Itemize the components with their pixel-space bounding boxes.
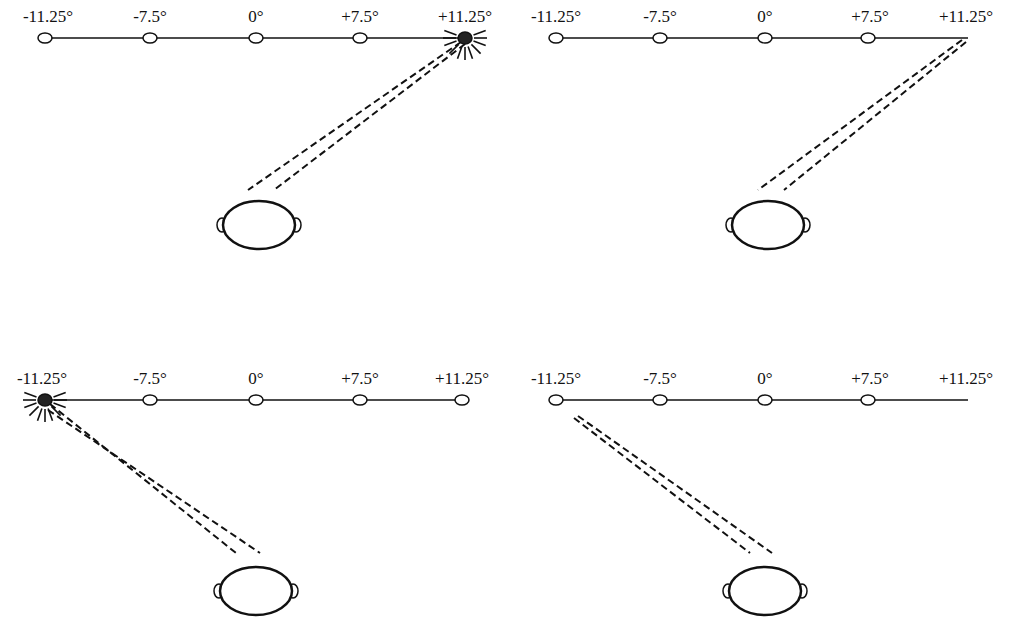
angle-label: -7.5°: [133, 6, 167, 28]
angle-label: 0°: [248, 368, 263, 390]
angle-label: +7.5°: [851, 6, 889, 28]
angle-label: -11.25°: [17, 368, 67, 390]
angle-label: +7.5°: [341, 368, 379, 390]
angle-label: +11.25°: [438, 6, 492, 28]
angle-label: +11.25°: [939, 368, 993, 390]
angle-label: -7.5°: [643, 368, 677, 390]
angle-label: 0°: [757, 368, 772, 390]
angle-label: +11.25°: [435, 368, 489, 390]
angle-label: -11.25°: [531, 6, 581, 28]
angle-label: 0°: [757, 6, 772, 28]
angle-label: 0°: [248, 6, 263, 28]
angle-label: +7.5°: [851, 368, 889, 390]
angle-label: +11.25°: [939, 6, 993, 28]
angle-label: +7.5°: [341, 6, 379, 28]
angle-label: -11.25°: [23, 6, 73, 28]
angle-label: -7.5°: [133, 368, 167, 390]
angle-label: -7.5°: [643, 6, 677, 28]
angle-label: -11.25°: [531, 368, 581, 390]
